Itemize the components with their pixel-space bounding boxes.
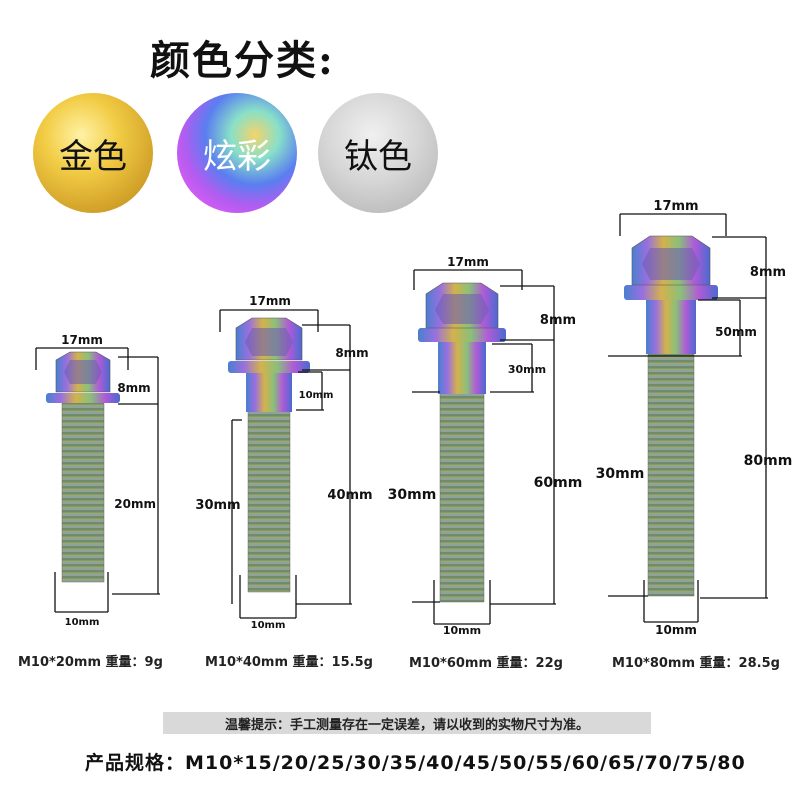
- bolt-m10x40: 17mm 8mm 10mm 30mm 40mm 10mm: [195, 294, 372, 631]
- bolt4-caption: M10*80mm 重量：28.5g: [612, 656, 780, 671]
- bolt1-head-height-label: 8mm: [117, 381, 150, 395]
- bolt4-shank-label: 50mm: [715, 325, 757, 339]
- bolt3-thread-length-label: 30mm: [388, 487, 437, 503]
- bolt3-length-label: 60mm: [534, 475, 583, 491]
- bolt4-head-height-label: 8mm: [750, 265, 786, 280]
- bolt-diagram: 17mm 8mm 20mm 10mm 17mm 8mm 10mm 30mm 40…: [35, 199, 793, 637]
- bolt2-shank-label: 10mm: [299, 390, 334, 401]
- bolt2-caption: M10*40mm 重量：15.5g: [205, 655, 373, 670]
- bolt4-thread-label: 10mm: [655, 623, 697, 637]
- bolt3-head-width-label: 17mm: [447, 255, 489, 269]
- bolt2-head-width-label: 17mm: [249, 294, 291, 308]
- bolt2-length-label: 40mm: [327, 488, 372, 503]
- titanium-color-swatch[interactable]: 钛色: [318, 93, 438, 213]
- page-title: 颜色分类:: [150, 37, 335, 84]
- notice-text: 温馨提示：手工测量存在一定误差，请以收到的实物尺寸为准。: [224, 717, 589, 733]
- rainbow-color-label: 炫彩: [203, 136, 271, 177]
- bolt2-thread-label: 10mm: [251, 620, 286, 631]
- bolt-m10x60: 17mm 8mm 30mm 30mm 60mm 10mm: [388, 255, 583, 637]
- bolt4-length-label: 80mm: [744, 453, 793, 469]
- bolt1-head-width-label: 17mm: [61, 333, 103, 347]
- bolt3-thread-label: 10mm: [443, 624, 481, 637]
- bolt-m10x80: 17mm 8mm 50mm 30mm 80mm 10mm: [596, 199, 793, 637]
- gold-color-label: 金色: [59, 136, 127, 177]
- bolt1-caption: M10*20mm 重量：9g: [18, 655, 163, 670]
- bolt-m10x20: 17mm 8mm 20mm 10mm: [35, 333, 160, 628]
- bolt1-length-label: 20mm: [114, 497, 156, 511]
- notice-bar: 温馨提示：手工测量存在一定误差，请以收到的实物尺寸为准。: [163, 712, 651, 734]
- gold-color-swatch[interactable]: 金色: [33, 93, 153, 213]
- bolt2-head-height-label: 8mm: [335, 346, 368, 360]
- rainbow-color-swatch[interactable]: 炫彩: [177, 93, 297, 213]
- product-spec: 产品规格：M10*15/20/25/30/35/40/45/50/55/60/6…: [85, 752, 746, 774]
- titanium-color-label: 钛色: [344, 136, 412, 177]
- bolt3-head-height-label: 8mm: [540, 313, 576, 328]
- bolt3-shank-label: 30mm: [508, 363, 546, 376]
- bolt4-head-width-label: 17mm: [653, 199, 698, 214]
- bolt4-thread-length-label: 30mm: [596, 466, 645, 482]
- bolt2-thread-length-label: 30mm: [195, 498, 240, 513]
- bolt3-caption: M10*60mm 重量：22g: [409, 656, 563, 671]
- bolt1-thread-label: 10mm: [65, 617, 100, 628]
